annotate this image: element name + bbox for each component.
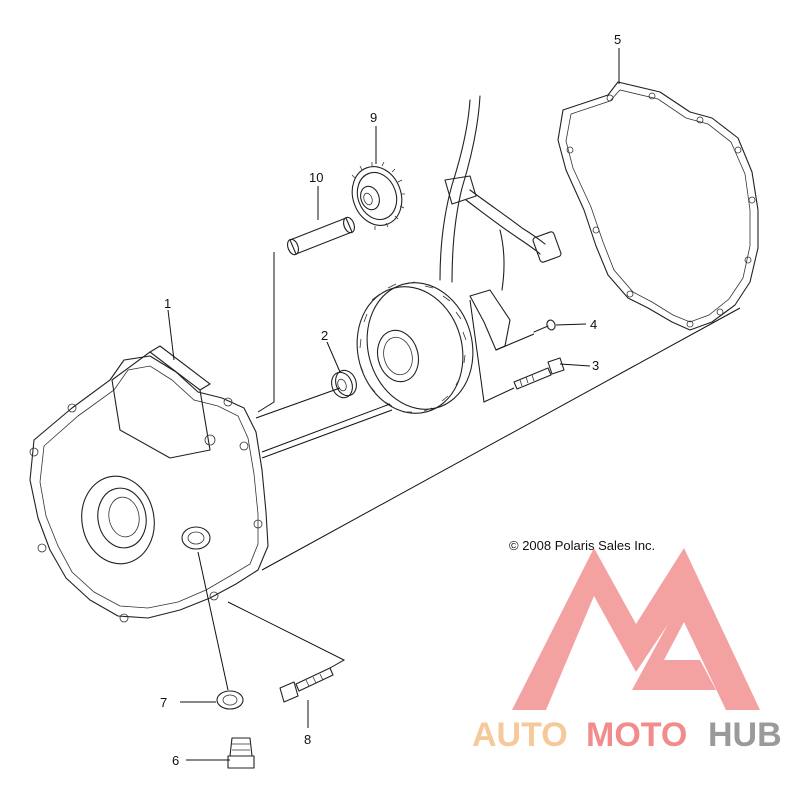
bolt-part-6 xyxy=(227,737,255,769)
callout-9: 9 xyxy=(370,110,377,125)
washer-part-7 xyxy=(216,690,244,710)
cover-part-1 xyxy=(29,345,269,623)
watermark-moto: MOTO xyxy=(586,716,687,754)
callout-8: 8 xyxy=(304,732,311,747)
callout-2: 2 xyxy=(321,328,328,343)
watermark-auto: AUTO xyxy=(472,716,568,754)
bolt-part-8 xyxy=(279,667,334,703)
watermark-logo xyxy=(512,548,760,710)
callout-1: 1 xyxy=(164,296,171,311)
watermark-hub: HUB xyxy=(708,716,782,754)
gear-part-9 xyxy=(351,161,405,230)
bolt-part-3 xyxy=(513,357,565,390)
callout-labels: 1 2 3 4 5 6 7 8 9 10 xyxy=(160,32,621,768)
leader-lines xyxy=(167,48,741,761)
callout-5: 5 xyxy=(614,32,621,47)
callout-3: 3 xyxy=(592,358,599,373)
callout-6: 6 xyxy=(172,753,179,768)
stator-wire-harness xyxy=(439,95,562,351)
sleeve-part-10 xyxy=(287,216,355,256)
bearing-part-2 xyxy=(331,369,357,399)
copyright-text: © 2008 Polaris Sales Inc. xyxy=(509,538,655,553)
callout-10: 10 xyxy=(309,170,323,185)
stator-assembly xyxy=(356,281,474,414)
callout-4: 4 xyxy=(590,317,597,332)
screw-part-4 xyxy=(533,319,556,333)
logo-triangle-mark xyxy=(512,548,760,710)
gasket-part-5 xyxy=(557,81,759,331)
callout-7: 7 xyxy=(160,695,167,710)
watermark-wordmark: AUTO MOTO HUB xyxy=(472,716,782,754)
